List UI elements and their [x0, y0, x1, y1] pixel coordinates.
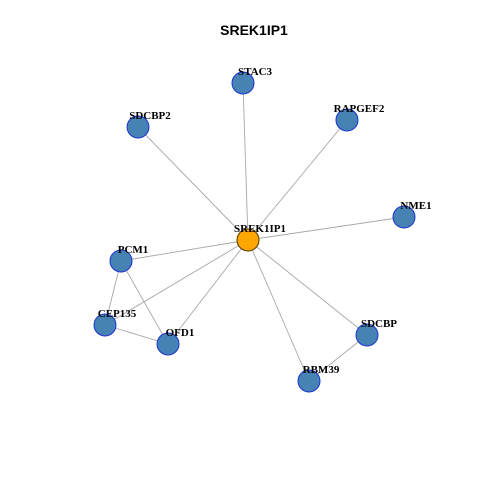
- node-circle-rapgef2: [335, 108, 359, 132]
- node-label-sdcbp2: SDCBP2: [129, 110, 171, 122]
- edge-srek1ip1-rapgef2: [247, 119, 348, 241]
- edge-srek1ip1-sdcbp: [247, 239, 368, 336]
- node-pcm1: PCM1: [109, 244, 149, 273]
- node-circle-sdcbp2: [126, 115, 150, 139]
- node-cep135: CEP135: [93, 308, 137, 337]
- node-label-nme1: NME1: [400, 200, 431, 212]
- edge-srek1ip1-pcm1: [120, 239, 249, 262]
- node-rapgef2: RAPGEF2: [334, 103, 385, 132]
- node-label-rbm39: RBM39: [303, 364, 340, 376]
- node-sdcbp2: SDCBP2: [126, 110, 171, 139]
- edge-srek1ip1-sdcbp2: [137, 126, 249, 241]
- node-ofd1: OFD1: [156, 327, 195, 356]
- node-circle-stac3: [231, 71, 255, 95]
- edge-srek1ip1-rbm39: [247, 239, 310, 382]
- edge-srek1ip1-cep135: [104, 239, 249, 326]
- node-label-cep135: CEP135: [98, 308, 137, 320]
- node-circle-nme1: [392, 205, 416, 229]
- node-circle-srek1ip1: [236, 228, 260, 252]
- node-label-ofd1: OFD1: [166, 327, 195, 339]
- node-stac3: STAC3: [231, 66, 273, 95]
- node-circle-pcm1: [109, 249, 133, 273]
- node-label-pcm1: PCM1: [118, 244, 149, 256]
- edge-srek1ip1-ofd1: [167, 239, 249, 345]
- node-srek1ip1: SREK1IP1: [234, 223, 286, 252]
- node-circle-cep135: [93, 313, 117, 337]
- node-label-srek1ip1: SREK1IP1: [234, 223, 286, 235]
- node-circle-rbm39: [297, 369, 321, 393]
- edge-srek1ip1-stac3: [242, 82, 249, 241]
- edge-sdcbp-rbm39: [308, 334, 368, 382]
- node-sdcbp: SDCBP: [355, 318, 397, 347]
- node-nme1: NME1: [392, 200, 432, 229]
- node-circle-ofd1: [156, 332, 180, 356]
- node-rbm39: RBM39: [297, 364, 340, 393]
- node-circle-sdcbp: [355, 323, 379, 347]
- edge-srek1ip1-nme1: [247, 216, 405, 241]
- edge-pcm1-ofd1: [120, 260, 169, 345]
- node-label-sdcbp: SDCBP: [361, 318, 397, 330]
- node-label-stac3: STAC3: [238, 66, 273, 78]
- diagram-title: SREK1IP1: [220, 22, 288, 38]
- node-label-rapgef2: RAPGEF2: [334, 103, 385, 115]
